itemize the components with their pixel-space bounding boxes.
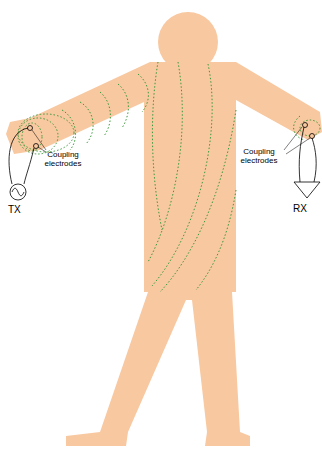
signal-name: TX	[8, 204, 21, 216]
body-silhouette	[6, 12, 322, 446]
field-lines	[18, 62, 320, 292]
part-label: Coupling electrodes	[234, 147, 284, 165]
part-label: Coupling electrodes	[38, 150, 88, 168]
rx-circuit	[284, 123, 320, 199]
tx-circuit	[9, 126, 46, 201]
signal-name: RX	[293, 203, 307, 215]
